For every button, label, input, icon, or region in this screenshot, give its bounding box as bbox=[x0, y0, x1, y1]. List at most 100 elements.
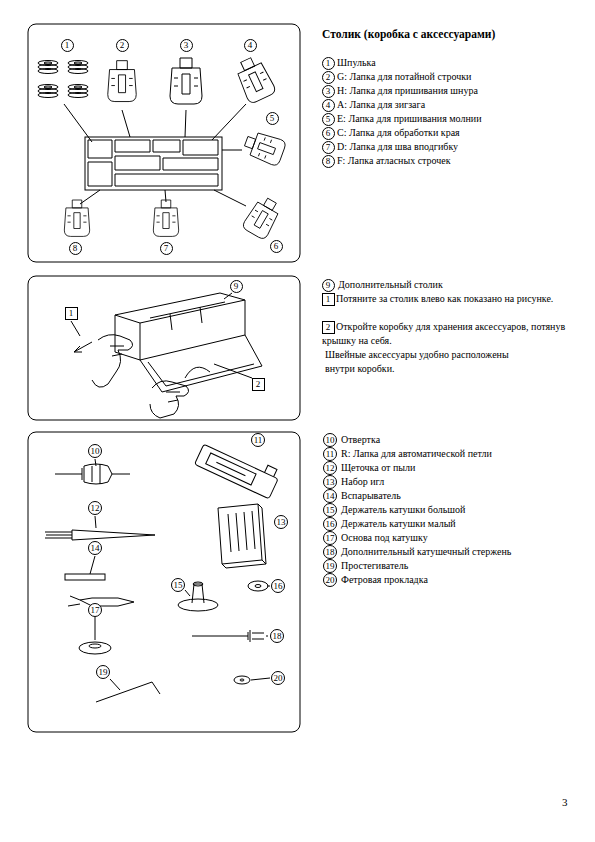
callout-number: 4 bbox=[244, 39, 257, 52]
callout-text: 19 bbox=[326, 562, 335, 571]
callout-number: 14 bbox=[323, 489, 337, 503]
callout-number: 17 bbox=[88, 603, 102, 617]
part-description: Держатель катушки большой bbox=[341, 503, 571, 517]
callout-text: 8 bbox=[326, 157, 331, 166]
callout-text: 6 bbox=[274, 242, 279, 251]
callout-number: 1 bbox=[61, 39, 74, 52]
callout-text: 7 bbox=[164, 244, 169, 253]
part-description: Щеточка от пыли bbox=[341, 461, 571, 475]
callout-number: 19 bbox=[96, 665, 110, 679]
dust-brush bbox=[45, 530, 155, 540]
callout-text: 8 bbox=[73, 244, 78, 253]
callout-number: 13 bbox=[274, 515, 288, 529]
part-description: R: Лапка для автоматической петли bbox=[341, 447, 571, 461]
callout-text: 2 bbox=[256, 380, 261, 389]
callout-text: 20 bbox=[326, 576, 335, 585]
callout-text: 12 bbox=[91, 504, 100, 513]
callout-number: 8 bbox=[322, 155, 335, 168]
part-description: Дополнительный катушечный стержень bbox=[341, 545, 571, 559]
callout-number: 3 bbox=[180, 39, 193, 52]
callout-text: 1 bbox=[69, 309, 74, 318]
callout-number: 11 bbox=[323, 447, 337, 461]
part-description: Потяните за столик влево как показано на… bbox=[322, 292, 562, 306]
callout-number: 15 bbox=[323, 503, 337, 517]
panel-frame bbox=[28, 432, 300, 732]
part-description: D: Лапка для шва вподгибку bbox=[337, 140, 567, 154]
callout-number: 7 bbox=[160, 242, 173, 255]
part-description: Основа под катушку bbox=[341, 531, 571, 545]
buttonhole-foot bbox=[195, 437, 282, 499]
screwdriver bbox=[55, 464, 130, 484]
callout-number: 18 bbox=[323, 545, 337, 559]
callout-number: 19 bbox=[323, 559, 337, 573]
callout-text: 19 bbox=[99, 668, 108, 677]
leader-lines bbox=[71, 293, 252, 378]
callout-number: 6 bbox=[322, 127, 335, 140]
callout-text: 4 bbox=[326, 101, 331, 110]
callout-text: 12 bbox=[326, 464, 335, 473]
part-description: G: Лапка для потайной строчки bbox=[337, 70, 567, 84]
part-description: A: Лапка для зигзага bbox=[337, 98, 567, 112]
part-description: C: Лапка для обработки края bbox=[337, 126, 567, 140]
part-description: Фетровая прокладка bbox=[341, 573, 571, 587]
callout-text: 5 bbox=[326, 115, 331, 124]
callout-text: 11 bbox=[326, 450, 335, 459]
callout-text: 13 bbox=[277, 518, 286, 527]
callout-text: 16 bbox=[326, 520, 335, 529]
callout-text: 6 bbox=[326, 129, 331, 138]
callout-number: 11 bbox=[251, 433, 265, 447]
callout-number: 17 bbox=[323, 531, 337, 545]
spool-holder-small bbox=[248, 581, 268, 591]
callout-number: 10 bbox=[323, 433, 337, 447]
panel-frame bbox=[28, 24, 300, 262]
callout-text: 5 bbox=[270, 114, 275, 123]
part-description: Отвертка bbox=[341, 433, 571, 447]
callout-text: 9 bbox=[234, 282, 239, 291]
callout-text: 2 bbox=[120, 41, 125, 50]
callout-text: 18 bbox=[273, 632, 282, 641]
quilting-guide bbox=[96, 682, 160, 702]
callout-number: 9 bbox=[230, 280, 243, 293]
spool-base bbox=[79, 642, 111, 654]
callout-number: 14 bbox=[88, 541, 102, 555]
callout-square: 1 bbox=[322, 293, 335, 306]
callout-number: 3 bbox=[322, 85, 335, 98]
callout-number: 9 bbox=[322, 279, 335, 292]
part-description: Простегиватель bbox=[341, 559, 571, 573]
callout-square: 1 bbox=[65, 307, 78, 320]
part-description: Швейные аксессуары удобно расположены вн… bbox=[325, 348, 540, 376]
callout-number: 10 bbox=[88, 444, 102, 458]
part-description: Шпулька bbox=[337, 56, 567, 70]
callout-number: 15 bbox=[171, 578, 185, 592]
callout-text: 13 bbox=[326, 478, 335, 487]
callout-text: 14 bbox=[326, 492, 335, 501]
callout-text: 1 bbox=[326, 295, 331, 304]
callout-text: 3 bbox=[184, 41, 189, 50]
callout-text: 11 bbox=[254, 436, 263, 445]
callout-text: 3 bbox=[326, 87, 331, 96]
callout-number: 1 bbox=[322, 57, 335, 70]
callout-text: 16 bbox=[274, 582, 283, 591]
callout-square: 2 bbox=[322, 321, 335, 334]
callout-text: 17 bbox=[326, 534, 335, 543]
leader-lines bbox=[64, 104, 246, 206]
presser-feet bbox=[64, 54, 286, 241]
callout-text: 18 bbox=[326, 548, 335, 557]
needle-set bbox=[218, 504, 266, 568]
seam-ripper bbox=[65, 574, 134, 606]
accessory-tray bbox=[85, 137, 222, 190]
table-box bbox=[115, 293, 262, 392]
part-description: H: Лапка для пришивания шнура bbox=[337, 84, 567, 98]
callout-number: 12 bbox=[323, 461, 337, 475]
pull-arrow bbox=[74, 342, 92, 352]
callout-text: 17 bbox=[91, 606, 100, 615]
callout-text: 9 bbox=[326, 281, 331, 290]
callout-text: 15 bbox=[174, 581, 183, 590]
spool-pin bbox=[192, 630, 264, 642]
callout-number: 16 bbox=[323, 517, 337, 531]
callout-text: 1 bbox=[326, 59, 331, 68]
callout-number: 8 bbox=[69, 242, 82, 255]
callout-number: 13 bbox=[323, 475, 337, 489]
callout-text: 2 bbox=[326, 73, 331, 82]
